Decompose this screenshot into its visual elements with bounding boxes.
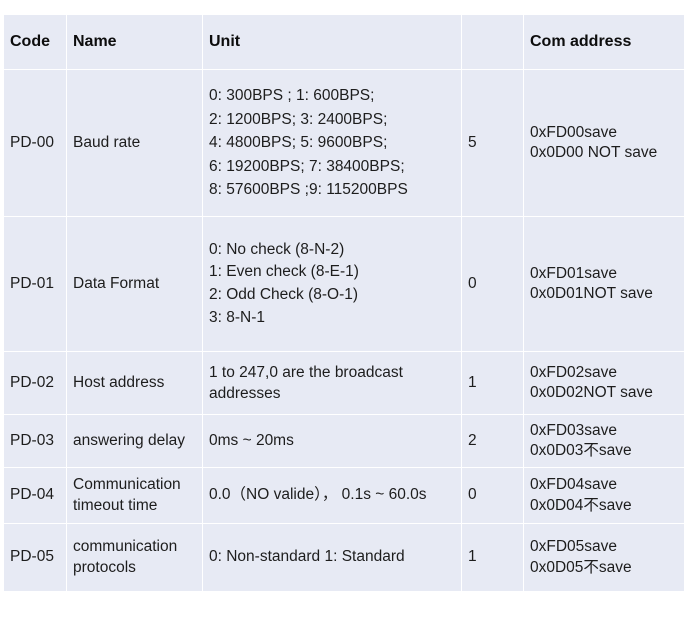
cell-com-address: 0xFD04save 0x0D04不save (524, 468, 684, 523)
cell-value: 5 (462, 70, 523, 216)
cell-com-address: 0xFD05save 0x0D05不save (524, 524, 684, 591)
cell-code: PD-04 (4, 468, 66, 523)
cell-value: 1 (462, 352, 523, 414)
column-header-unit: Unit (203, 15, 461, 69)
table-header-row: Code Name Unit Com address (4, 15, 684, 69)
cell-code: PD-05 (4, 524, 66, 591)
table-row: PD-04 Communication timeout time 0.0（NO … (4, 468, 684, 523)
cell-unit: 0ms ~ 20ms (203, 415, 461, 467)
column-header-value (462, 15, 523, 69)
cell-com-address: 0xFD01save 0x0D01NOT save (524, 217, 684, 351)
cell-code: PD-03 (4, 415, 66, 467)
table-row: PD-03 answering delay 0ms ~ 20ms 2 0xFD0… (4, 415, 684, 467)
cell-value: 2 (462, 415, 523, 467)
cell-name: Baud rate (67, 70, 202, 216)
cell-value: 0 (462, 468, 523, 523)
cell-value: 0 (462, 217, 523, 351)
table-header: Code Name Unit Com address (4, 15, 684, 69)
cell-unit: 0: Non-standard 1: Standard (203, 524, 461, 591)
cell-code: PD-00 (4, 70, 66, 216)
cell-name: Data Format (67, 217, 202, 351)
table-body: PD-00 Baud rate 0: 300BPS ; 1: 600BPS; 2… (4, 70, 684, 591)
cell-name: answering delay (67, 415, 202, 467)
cell-code: PD-02 (4, 352, 66, 414)
cell-com-address: 0xFD02save 0x0D02NOT save (524, 352, 684, 414)
cell-unit: 1 to 247,0 are the broadcast addresses (203, 352, 461, 414)
cell-unit: 0: No check (8-N-2) 1: Even check (8-E-1… (203, 217, 461, 351)
cell-com-address: 0xFD03save 0x0D03不save (524, 415, 684, 467)
cell-value: 1 (462, 524, 523, 591)
cell-name: Host address (67, 352, 202, 414)
cell-unit: 0: 300BPS ; 1: 600BPS; 2: 1200BPS; 3: 24… (203, 70, 461, 216)
cell-com-address: 0xFD00save 0x0D00 NOT save (524, 70, 684, 216)
communication-parameter-table: Code Name Unit Com address PD-00 Baud ra… (3, 14, 685, 592)
table-row: PD-05 communication protocols 0: Non-sta… (4, 524, 684, 591)
cell-name: Communication timeout time (67, 468, 202, 523)
cell-name: communication protocols (67, 524, 202, 591)
table-row: PD-00 Baud rate 0: 300BPS ; 1: 600BPS; 2… (4, 70, 684, 216)
column-header-name: Name (67, 15, 202, 69)
table-row: PD-01 Data Format 0: No check (8-N-2) 1:… (4, 217, 684, 351)
cell-unit: 0.0（NO valide）， 0.1s ~ 60.0s (203, 468, 461, 523)
cell-code: PD-01 (4, 217, 66, 351)
column-header-com-address: Com address (524, 15, 684, 69)
table-row: PD-02 Host address 1 to 247,0 are the br… (4, 352, 684, 414)
column-header-code: Code (4, 15, 66, 69)
